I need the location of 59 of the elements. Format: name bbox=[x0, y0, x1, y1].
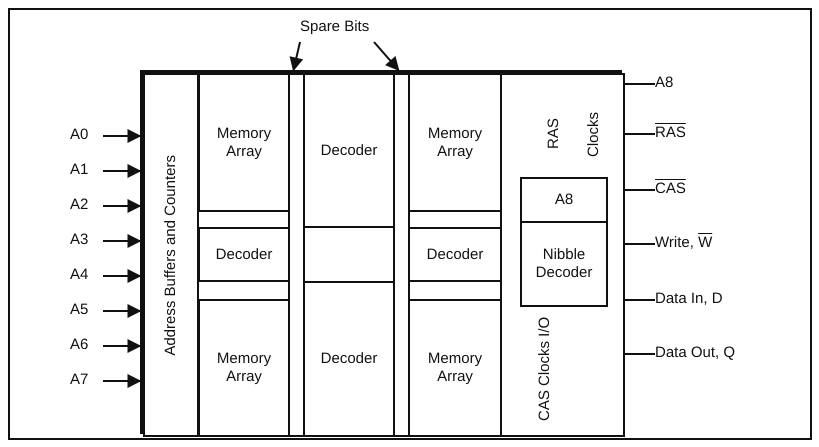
spare-bit-strip bbox=[288, 73, 305, 437]
leader-line bbox=[373, 41, 400, 72]
chip-outline bbox=[140, 70, 622, 434]
pin-label: A0 bbox=[70, 126, 100, 146]
pin-label: A5 bbox=[70, 301, 100, 321]
address-buffer-block bbox=[143, 73, 199, 437]
pin-label: A7 bbox=[70, 371, 100, 391]
pin-label: A1 bbox=[70, 161, 100, 181]
arrow bbox=[103, 304, 142, 318]
pin-label: CAS bbox=[655, 180, 699, 200]
nibble-decoder-block bbox=[520, 221, 608, 307]
arrow bbox=[103, 164, 142, 178]
block-label: Nibble Decoder bbox=[534, 246, 594, 282]
pin-line bbox=[625, 133, 655, 135]
decoder-block bbox=[198, 227, 290, 282]
memory-array-block bbox=[198, 299, 290, 437]
block-label: Memory Array bbox=[216, 124, 272, 160]
arrow bbox=[103, 374, 142, 388]
memory-array-block bbox=[198, 73, 290, 212]
block-label: Decoder bbox=[320, 142, 378, 160]
decoder-block bbox=[408, 227, 502, 282]
block-label: Decoder bbox=[320, 350, 378, 368]
memory-array-block bbox=[408, 73, 502, 212]
block-label: RAS Clocks bbox=[544, 110, 603, 159]
pin-line bbox=[625, 243, 655, 245]
pin-label: A6 bbox=[70, 336, 100, 356]
pin-label: Data In, D bbox=[655, 290, 745, 310]
block-label: Decoder bbox=[426, 246, 484, 264]
block-label: Memory Array bbox=[426, 124, 484, 160]
pin-line bbox=[625, 353, 655, 355]
leader-line bbox=[290, 42, 304, 72]
pin-label: A3 bbox=[70, 231, 100, 251]
pin-label: Data Out, Q bbox=[655, 344, 755, 364]
block-label: Address Buffers and Counters bbox=[162, 154, 180, 356]
block-label: Memory Array bbox=[426, 350, 484, 386]
block-label: A8 bbox=[554, 191, 574, 209]
arrow bbox=[103, 129, 142, 143]
arrow bbox=[103, 339, 142, 353]
pin-label: A2 bbox=[70, 196, 100, 216]
annotation-label: Spare Bits bbox=[300, 18, 374, 40]
arrow bbox=[103, 269, 142, 283]
pin-label: A8 bbox=[655, 74, 695, 94]
pin-line bbox=[625, 299, 655, 301]
arrow bbox=[103, 234, 142, 248]
arrow bbox=[103, 199, 142, 213]
block-label: CAS Clocks I/O bbox=[535, 316, 554, 423]
address-latch-block bbox=[520, 177, 608, 223]
clock-block bbox=[500, 73, 625, 437]
spare-bit-strip bbox=[393, 73, 410, 437]
decoder-block bbox=[303, 73, 395, 228]
pin-label: A4 bbox=[70, 266, 100, 286]
block-label: Memory Array bbox=[216, 350, 272, 386]
pin-label: Write, W bbox=[655, 234, 735, 254]
memory-array-block bbox=[408, 299, 502, 437]
decoder-block bbox=[303, 281, 395, 437]
pin-line bbox=[625, 189, 655, 191]
block-label: Decoder bbox=[216, 246, 272, 264]
pin-label: RAS bbox=[655, 124, 699, 144]
pin-line bbox=[625, 83, 655, 85]
